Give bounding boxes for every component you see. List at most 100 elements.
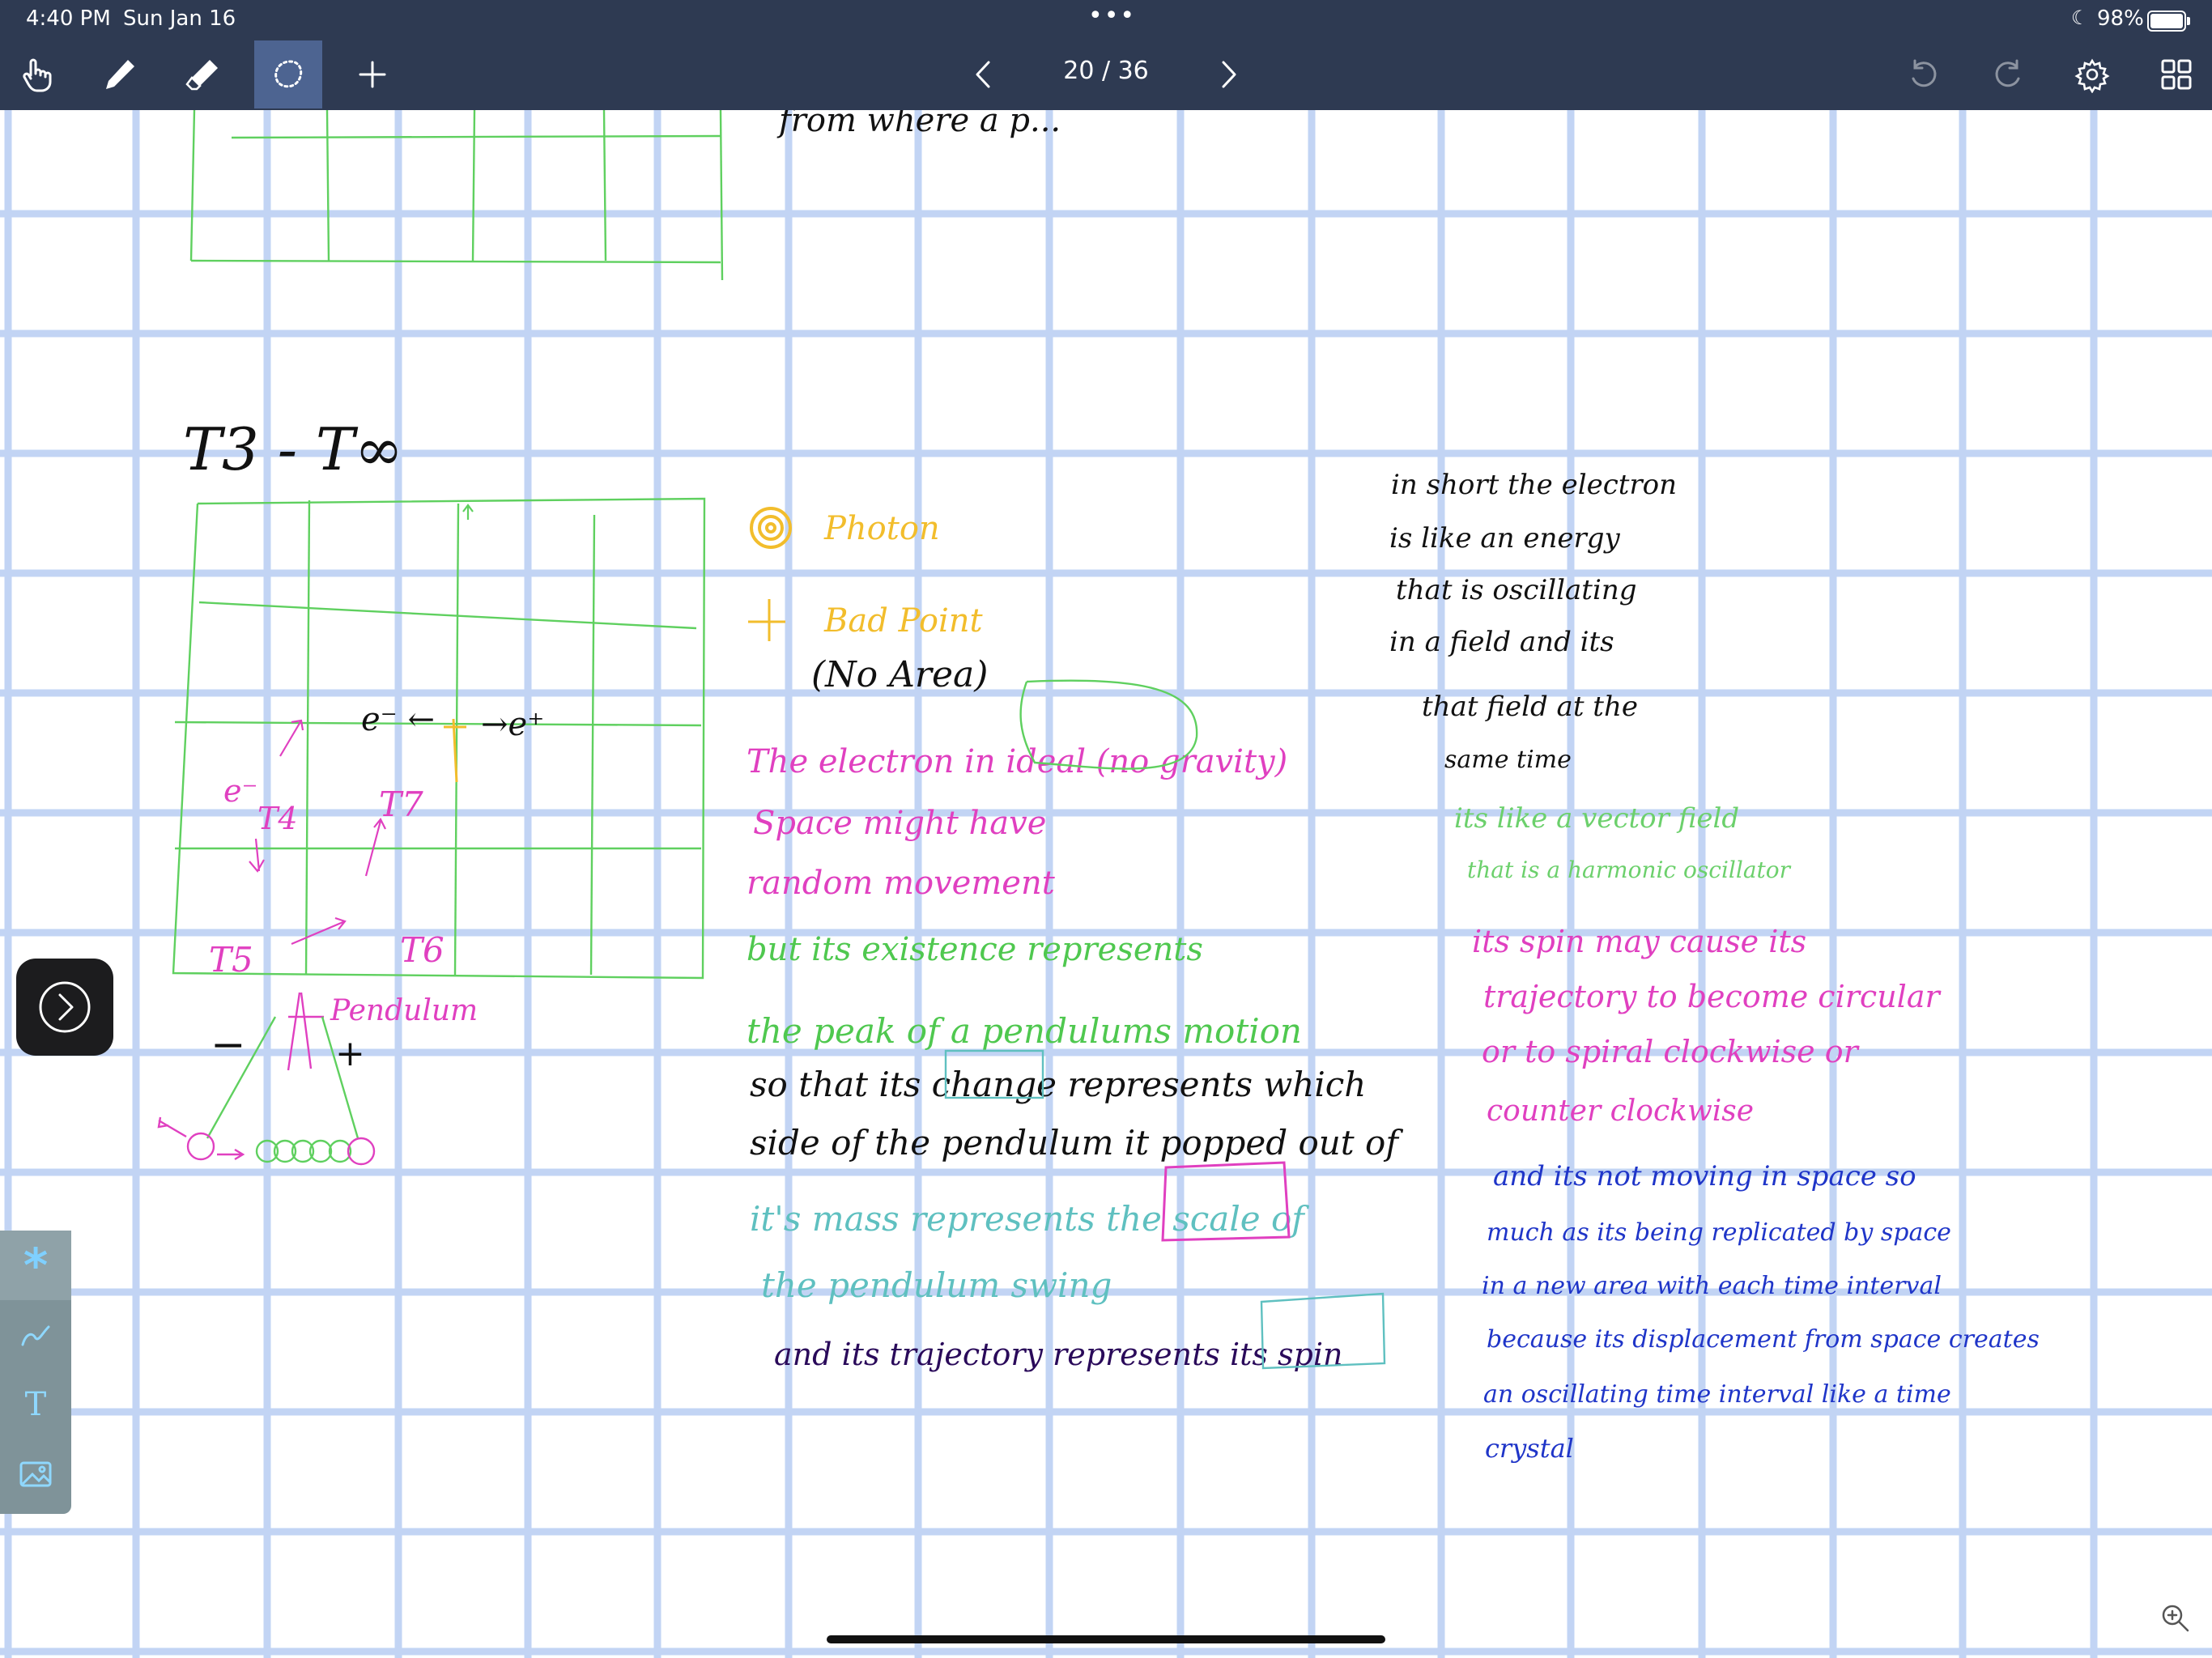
hand-pointer-icon: [23, 58, 52, 92]
chevron-left-icon: [976, 61, 990, 88]
pendulum-label: Pendulum: [330, 994, 478, 1027]
note-right-line: counter clockwise: [1487, 1095, 1754, 1128]
diagram-arrows: [249, 504, 474, 946]
note-right-line: that is a harmonic oscillator: [1467, 857, 1792, 883]
bad-point-label: Bad Point: [823, 602, 983, 640]
t4-label: T4: [257, 801, 298, 836]
lasso-tool-button[interactable]: [254, 40, 322, 108]
page-counter[interactable]: 20 / 36: [1063, 57, 1149, 85]
notes-right-column: in short the electron is like an energy th…: [1389, 469, 2040, 1464]
t5-label: T5: [209, 940, 253, 980]
no-area-label: (No Area): [811, 654, 988, 695]
do-not-disturb-icon: ☾: [2071, 6, 2089, 29]
next-page-fab[interactable]: [16, 959, 113, 1056]
note-middle-line: random movement: [747, 865, 1056, 902]
text-tool-icon: T: [24, 1386, 47, 1423]
text-tool-button[interactable]: T: [0, 1370, 71, 1439]
asterisk-icon: *: [23, 1238, 49, 1293]
electron-plus-label: →e⁺: [481, 706, 544, 743]
note-middle-line: so that its change represents which: [750, 1065, 1366, 1104]
zoom-button[interactable]: [2159, 1601, 2191, 1634]
note-right-line: because its displacement from space crea…: [1487, 1325, 2040, 1354]
add-button[interactable]: [338, 40, 406, 108]
home-indicator[interactable]: [827, 1635, 1385, 1643]
note-right-line: is like an energy: [1389, 522, 1621, 555]
note-right-line: in short the electron: [1391, 469, 1677, 501]
note-middle-line: the pendulum swing: [761, 1265, 1112, 1305]
page-title: T3 - T∞: [183, 415, 403, 483]
note-middle-line: the peak of a pendulums motion: [747, 1011, 1302, 1051]
gear-icon: [2074, 58, 2110, 93]
notes-middle-column: The electron in ideal (no gravity) Space …: [747, 743, 1403, 1372]
side-tool-strip: * T: [0, 1231, 71, 1514]
grid-paper-background: [0, 110, 2212, 1658]
middle-annotations: [944, 679, 1386, 1370]
handwritten-ink-layer: from where a p... T3 - T∞ e⁻ ← →e⁺ e⁻ T4…: [157, 110, 2040, 1464]
electron-minus-label: e⁻ ←: [361, 701, 435, 738]
plus-icon: [359, 61, 386, 88]
note-right-line: same time: [1444, 746, 1572, 774]
note-middle-line: The electron in ideal (no gravity): [747, 743, 1287, 780]
settings-button[interactable]: [2058, 40, 2126, 108]
note-right-line: its spin may cause its: [1472, 924, 1806, 959]
note-middle-line: side of the pendulum it popped out of: [750, 1123, 1403, 1163]
note-right-line: that is oscillating: [1396, 574, 1636, 606]
multitasking-dots-icon[interactable]: •••: [1088, 2, 1137, 30]
image-icon: [19, 1461, 52, 1487]
note-middle-line: it's mass represents the scale of: [750, 1199, 1309, 1239]
photon-marker: [750, 507, 792, 549]
note-right-line: trajectory to become circular: [1483, 979, 1942, 1014]
notebook-page-canvas[interactable]: from where a p... T3 - T∞ e⁻ ← →e⁺ e⁻ T4…: [0, 110, 2212, 1658]
note-middle-line: but its existence represents: [747, 931, 1203, 968]
redo-icon: [1995, 59, 2020, 87]
undo-icon: [1912, 59, 1937, 87]
pendulum-sketch: [157, 992, 376, 1166]
status-time: 4:40 PM: [26, 6, 111, 31]
pen-tool-button[interactable]: [86, 40, 154, 108]
eraser-tool-button[interactable]: [170, 40, 238, 108]
grid-view-icon: [2161, 59, 2192, 90]
read-only-button[interactable]: [2, 40, 70, 108]
note-right-line: and its not moving in space so: [1493, 1160, 1916, 1192]
note-right-line: an oscillating time interval like a time: [1483, 1380, 1951, 1409]
minus-label: −: [211, 1021, 246, 1069]
top-green-grid: [189, 110, 724, 281]
note-right-line: in a new area with each time interval: [1482, 1272, 1942, 1300]
plus-label: +: [335, 1033, 365, 1074]
pen-stroke-icon: [21, 1325, 50, 1346]
lasso-icon: [274, 60, 303, 88]
redo-button[interactable]: [1974, 40, 2042, 108]
chevron-right-icon: [1222, 61, 1236, 88]
previous-page-button[interactable]: [951, 40, 1019, 108]
pen-stroke-button[interactable]: [0, 1300, 71, 1370]
battery-icon: [2147, 11, 2190, 32]
next-page-button[interactable]: [1193, 40, 1261, 108]
status-date: Sun Jan 16: [123, 6, 236, 31]
magnifier-plus-icon: [2162, 1605, 2189, 1632]
note-right-line: much as its being replicated by space: [1487, 1218, 1951, 1247]
note-middle-line: Space might have: [753, 805, 1046, 842]
top-cutoff-text: from where a p...: [776, 110, 1061, 139]
image-tool-button[interactable]: [0, 1439, 71, 1509]
battery-percent: 98%: [2097, 6, 2144, 31]
pen-icon: [106, 60, 134, 89]
top-toolbar: 4:40 PM Sun Jan 16 ••• ☾ 98%: [0, 0, 2212, 110]
note-right-line: its like a vector field: [1454, 802, 1739, 835]
note-right-line: in a field and its: [1389, 626, 1614, 658]
chevron-circle-right-icon: [39, 981, 91, 1033]
undo-button[interactable]: [1890, 40, 1958, 108]
eraser-icon: [185, 60, 218, 91]
photon-label: Photon: [823, 510, 940, 547]
note-right-line: that field at the: [1422, 691, 1638, 723]
page-grid-button[interactable]: [2142, 40, 2210, 108]
note-middle-line: and its trajectory represents its spin: [774, 1337, 1342, 1372]
green-field-diagram: [172, 497, 706, 980]
note-right-line: or to spiral clockwise or: [1482, 1034, 1861, 1069]
status-bar: 4:40 PM Sun Jan 16 ••• ☾ 98%: [0, 0, 2212, 37]
t7-label: T7: [379, 784, 423, 824]
favorite-tools-button[interactable]: *: [0, 1231, 71, 1300]
bad-point-marker: [748, 599, 785, 641]
t6-label: T6: [400, 930, 445, 970]
electron-left-label: e⁻: [223, 773, 258, 809]
note-right-line: crystal: [1485, 1433, 1574, 1464]
